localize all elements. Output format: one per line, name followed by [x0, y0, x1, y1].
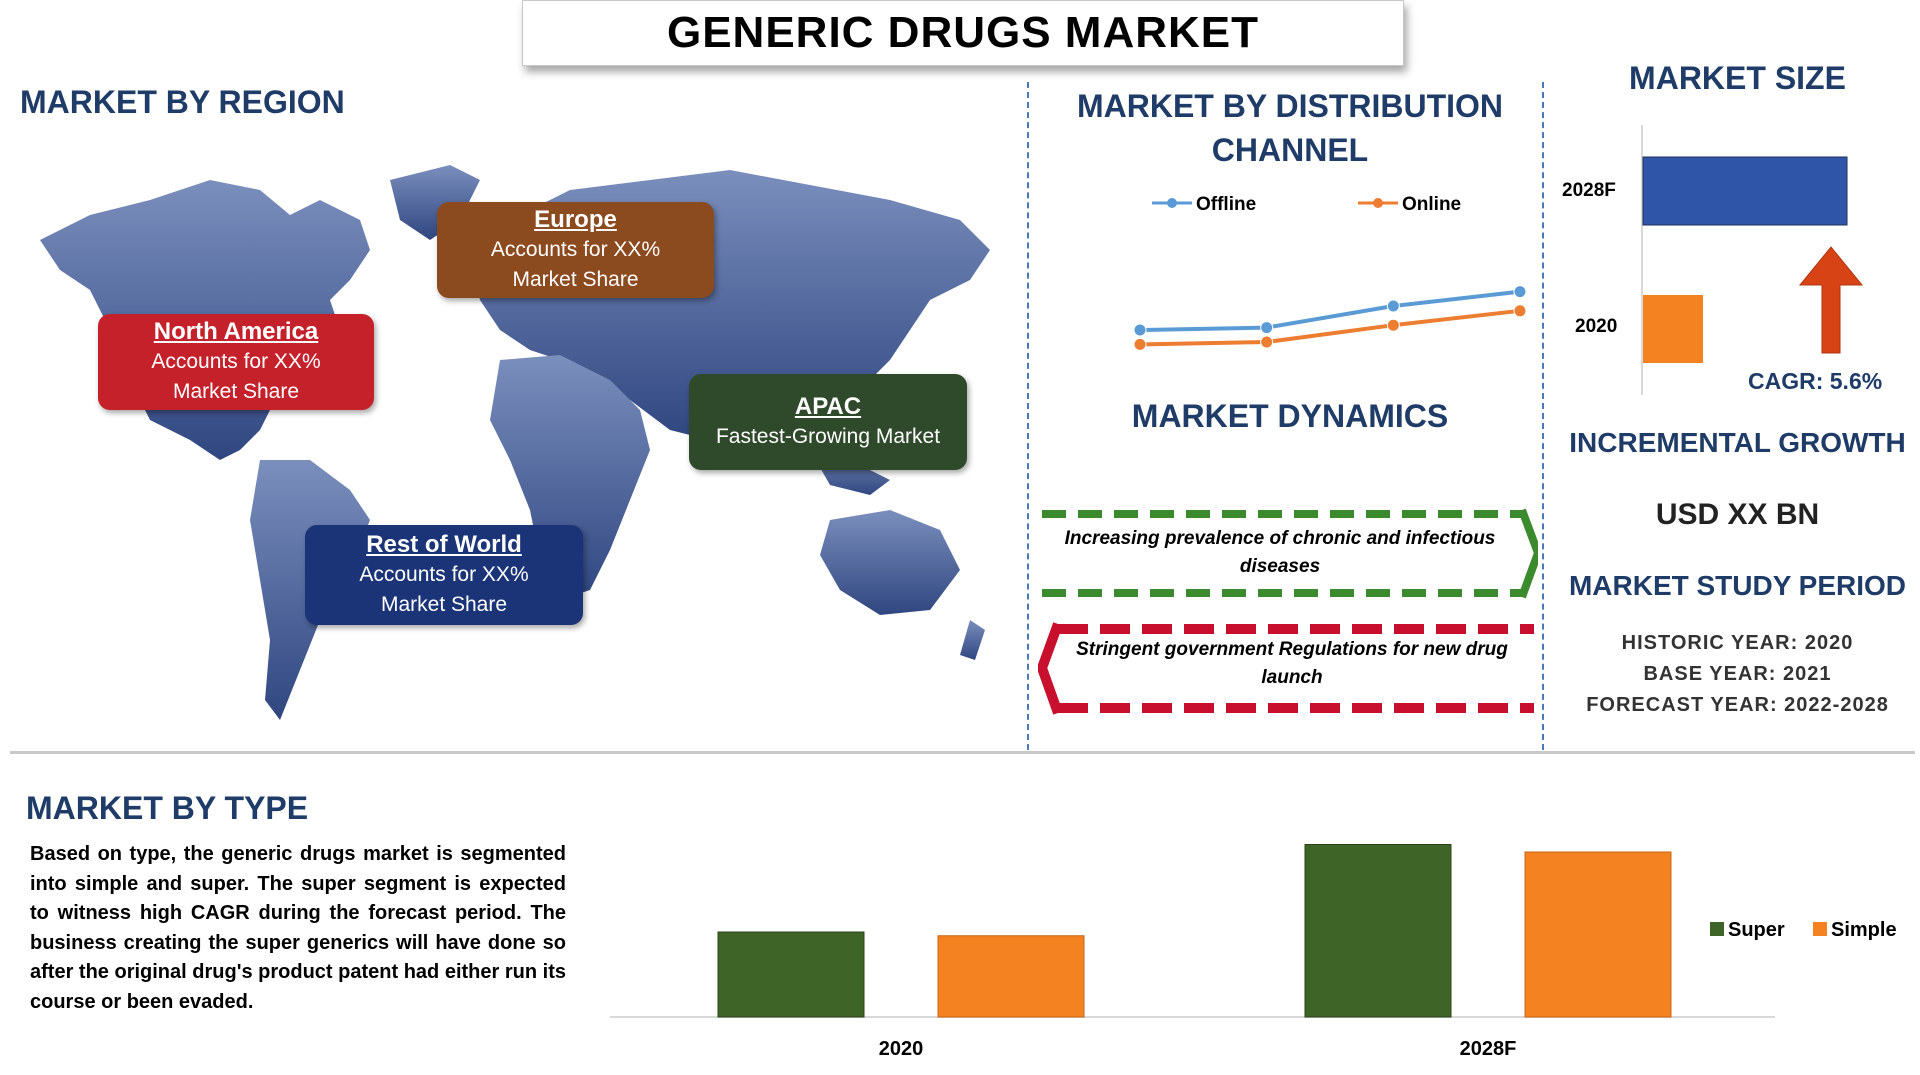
distribution-lines [1133, 285, 1527, 351]
region-name-north-america: North America [153, 318, 319, 345]
legend-offline-label: Offline [1196, 194, 1256, 215]
type-paragraph: Based on type, the generic drugs market … [30, 843, 566, 1013]
type-chart: 2020 2028F Super Simple [610, 844, 1897, 1060]
point-offline-0 [1133, 323, 1147, 337]
distribution-legend: Offline Online [1152, 194, 1461, 215]
type-x-labels: 2020 2028F [879, 1038, 1517, 1060]
region-share-north-america: Accounts for XX% [151, 350, 321, 373]
legend-swatch-super [1710, 922, 1724, 936]
distribution-chart: Offline Online [1133, 194, 1527, 351]
type-legend: Super Simple [1710, 919, 1897, 941]
driver-arrow [1042, 508, 1538, 599]
dynamics-arrows [1038, 508, 1538, 715]
continent-africa [490, 355, 650, 600]
region-name-apac: APAC [794, 393, 862, 420]
bar-simple-2028f [1524, 851, 1672, 1018]
divider-left [1027, 82, 1029, 750]
region-box-north-america: North America Accounts for XX% Market Sh… [98, 314, 374, 410]
point-online-3 [1513, 304, 1527, 318]
legend-label-simple: Simple [1831, 919, 1897, 941]
point-offline-3 [1513, 285, 1527, 299]
market-size-chart [1641, 125, 1864, 395]
market-size-heading: MARKET SIZE [1629, 60, 1846, 96]
incremental-value: USD XX BN [1655, 498, 1820, 531]
page-title-text: GENERIC DRUGS MARKET [666, 8, 1260, 57]
region-box-rest-of-world: Rest of World Accounts for XX% Market Sh… [305, 525, 583, 625]
legend-label-super: Super [1728, 919, 1785, 941]
region-share-label-rest-of-world: Market Share [380, 593, 508, 616]
bar-simple-2020 [937, 935, 1085, 1018]
region-box-europe: Europe Accounts for XX% Market Share [437, 202, 714, 298]
legend-offline-marker [1167, 198, 1177, 208]
study-base: BASE YEAR: 2021 [1643, 663, 1832, 685]
region-share-rest-of-world: Accounts for XX% [359, 563, 529, 586]
incremental-heading: INCREMENTAL GROWTH [1569, 427, 1906, 458]
series-line-online [1139, 308, 1521, 347]
region-box-apac: APAC Fastest-Growing Market [689, 374, 967, 470]
distribution-heading-line1: MARKET BY DISTRIBUTION [1076, 88, 1504, 124]
point-offline-1 [1260, 321, 1274, 335]
type-bars [717, 844, 1672, 1018]
region-share-label-europe: Market Share [512, 268, 639, 291]
market-size-bar-2028f [1642, 156, 1848, 226]
restraint-text: Stringent government Regulations for new… [1076, 639, 1508, 688]
market-size-bar-2020 [1643, 295, 1703, 363]
bar-super-2028f [1304, 844, 1452, 1018]
legend-online-marker [1373, 198, 1383, 208]
distribution-heading: MARKET BY DISTRIBUTION CHANNEL [1040, 84, 1540, 172]
bar-super-2020 [717, 931, 865, 1018]
legend-swatch-simple [1813, 922, 1827, 936]
region-heading: MARKET BY REGION [20, 84, 345, 120]
restraint-arrow [1038, 622, 1534, 715]
section-divider [10, 751, 1915, 754]
dynamics-heading: MARKET DYNAMICS [1131, 398, 1449, 434]
point-online-0 [1133, 337, 1147, 351]
legend-online-label: Online [1402, 194, 1461, 215]
point-offline-2 [1386, 299, 1400, 313]
market-size-bars [1642, 156, 1848, 363]
point-online-1 [1260, 335, 1274, 349]
divider-right [1542, 82, 1544, 750]
growth-arrow-icon [1798, 246, 1864, 354]
driver-text: Increasing prevalence of chronic and inf… [1064, 528, 1496, 577]
region-name-europe: Europe [534, 206, 617, 233]
cagr-label: CAGR: 5.6% [1748, 368, 1883, 394]
study-heading: MARKET STUDY PERIOD [1568, 570, 1907, 601]
continent-australia [820, 510, 960, 615]
region-growth-apac: Fastest-Growing Market [715, 425, 941, 448]
region-share-label-north-america: Market Share [172, 380, 300, 403]
series-line-offline [1139, 289, 1521, 332]
study-forecast: FORECAST YEAR: 2022-2028 [1586, 694, 1889, 716]
region-share-europe: Accounts for XX% [490, 238, 661, 261]
market-size-label-2020: 2020 [1575, 316, 1618, 337]
continent-new-zealand [960, 620, 985, 660]
x-tick-2028f: 2028F [1460, 1038, 1517, 1060]
study-historic: HISTORIC YEAR: 2020 [1621, 632, 1854, 654]
point-online-2 [1386, 318, 1400, 332]
market-size-label-2028f: 2028F [1562, 180, 1616, 201]
page-title: GENERIC DRUGS MARKET [522, 0, 1404, 66]
x-tick-2020: 2020 [879, 1038, 924, 1060]
distribution-heading-line2: CHANNEL [1211, 132, 1369, 168]
type-heading: MARKET BY TYPE [26, 790, 309, 826]
region-name-rest-of-world: Rest of World [366, 531, 522, 558]
